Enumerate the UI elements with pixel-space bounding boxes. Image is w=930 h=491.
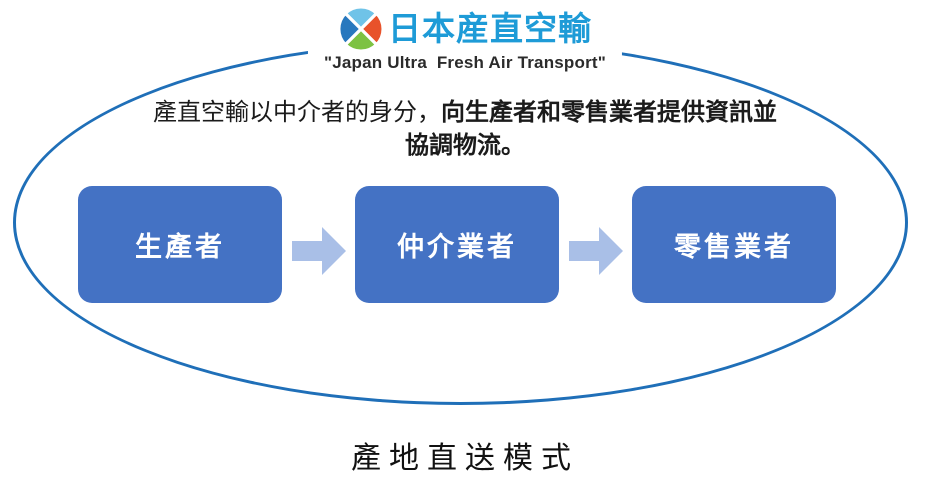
logo-title: 日本産直空輸 (388, 9, 592, 47)
pinwheel-logo-icon (338, 6, 384, 52)
pinwheel-left-wedge (338, 11, 363, 47)
flow-node-label: 生產者 (135, 232, 225, 262)
flow-node-producer: 生產者 (78, 186, 282, 303)
process-description: 產直空輸以中介者的身分，向生產者和零售業者提供資訊並 協調物流。 (0, 96, 930, 162)
diagram-caption: 產地直送模式 (351, 442, 579, 475)
flow-diagram: 生產者 仲介業者 零售業者 (78, 186, 836, 303)
flow-node-intermediary: 仲介業者 (355, 186, 559, 303)
flow-node-label: 仲介業者 (397, 232, 517, 262)
description-line1-regular: 產直空輸以中介者的身分， (153, 99, 441, 126)
arrow-wrap (559, 226, 632, 275)
right-arrow-shape (568, 226, 623, 275)
right-arrow-shape (291, 226, 346, 275)
flow-node-label: 零售業者 (674, 232, 794, 262)
description-line-2: 協調物流。 (405, 132, 525, 159)
description-line-1: 產直空輸以中介者的身分，向生產者和零售業者提供資訊並 (0, 96, 930, 129)
company-logo: 日本産直空輸 "Japan Ultra Fresh Air Transport" (307, 6, 623, 73)
description-line1-bold: 向生產者和零售業者提供資訊並 (441, 99, 777, 126)
logo-subtitle: "Japan Ultra Fresh Air Transport" (323, 53, 607, 72)
arrow-wrap (282, 226, 355, 275)
flow-node-retailer: 零售業者 (632, 186, 836, 303)
right-arrow-icon (568, 226, 623, 275)
right-arrow-icon (291, 226, 346, 275)
